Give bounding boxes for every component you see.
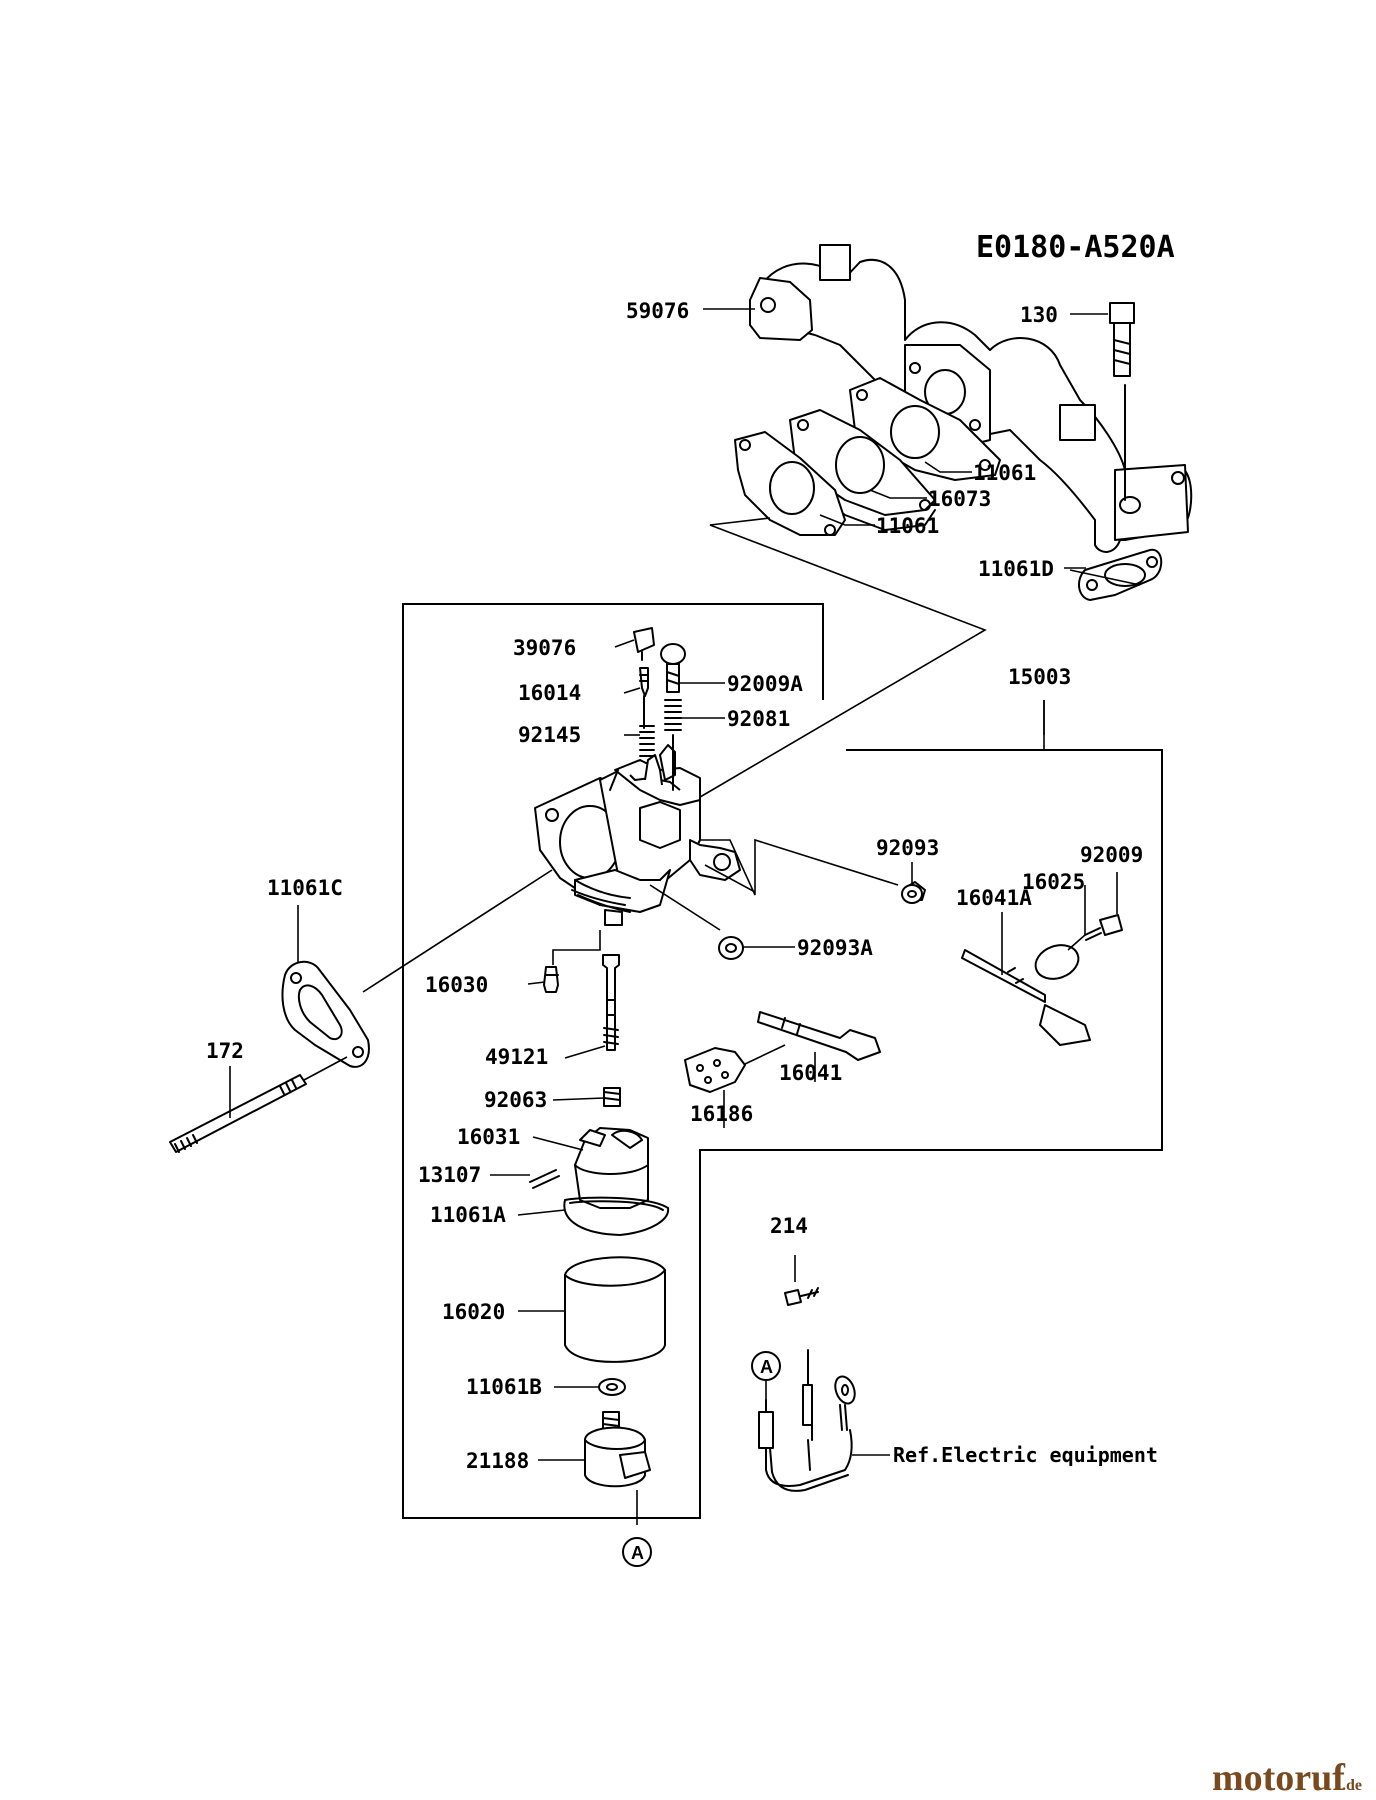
label-92093: 92093 xyxy=(876,836,939,860)
label-92009A: 92009A xyxy=(727,672,803,696)
part-labels: 59076 130 11061 16073 11061 11061D 39076… xyxy=(206,299,1158,1473)
label-92009: 92009 xyxy=(1080,843,1143,867)
reference-note: Ref.Electric equipment xyxy=(893,1443,1158,1467)
label-leaders xyxy=(229,308,1118,1461)
bolt-130 xyxy=(1109,302,1135,501)
gasket-11061C xyxy=(281,960,370,1068)
label-16014: 16014 xyxy=(518,681,581,705)
diagram-code: E0180-A520A xyxy=(976,230,1175,265)
stud-172 xyxy=(169,1056,348,1153)
top-small-parts xyxy=(633,627,686,791)
label-172: 172 xyxy=(206,1039,244,1063)
harness-assembly xyxy=(758,1287,856,1492)
label-11061C: 11061C xyxy=(267,876,343,900)
label-92081: 92081 xyxy=(727,707,790,731)
label-11061-upper: 11061 xyxy=(973,461,1036,485)
washer-11061B xyxy=(598,1378,626,1396)
svg-text:A: A xyxy=(760,1357,773,1377)
shaft-16041A xyxy=(904,881,1091,1046)
label-92145: 92145 xyxy=(518,723,581,747)
watermark-tld: .de xyxy=(1342,1777,1362,1794)
label-214: 214 xyxy=(770,1214,808,1238)
oring-11061A xyxy=(563,1196,670,1236)
label-16020: 16020 xyxy=(442,1300,505,1324)
label-11061-lower: 11061 xyxy=(876,514,939,538)
carburetor-assembly-frame xyxy=(402,603,1163,1519)
jet-92063 xyxy=(603,1087,621,1107)
label-49121: 49121 xyxy=(485,1045,548,1069)
label-15003: 15003 xyxy=(1008,665,1071,689)
solenoid-21188 xyxy=(584,1411,651,1525)
label-92093A: 92093A xyxy=(797,936,873,960)
float-16031 xyxy=(529,1127,649,1209)
label-13107: 13107 xyxy=(418,1163,481,1187)
manifold-gaskets xyxy=(734,377,1001,536)
label-16030: 16030 xyxy=(425,973,488,997)
label-21188: 21188 xyxy=(466,1449,529,1473)
watermark-brand: motoruf xyxy=(1212,1757,1346,1799)
label-16041A: 16041A xyxy=(956,886,1032,910)
marker-a-carburetor: A xyxy=(622,1537,652,1567)
jet-and-nozzle xyxy=(543,954,620,1051)
seal-92093 xyxy=(901,884,923,904)
label-16025: 16025 xyxy=(1022,870,1085,894)
label-92063: 92063 xyxy=(484,1088,547,1112)
watermark-logo: motoruf .de xyxy=(1212,1757,1362,1799)
label-59076: 59076 xyxy=(626,299,689,323)
label-11061A: 11061A xyxy=(430,1203,506,1227)
svg-text:A: A xyxy=(631,1543,644,1563)
label-11061B: 11061B xyxy=(466,1375,542,1399)
label-16073: 16073 xyxy=(928,487,991,511)
label-16186: 16186 xyxy=(690,1102,753,1126)
marker-a-harness: A xyxy=(751,1351,781,1381)
shaft-16041 xyxy=(757,1011,881,1061)
label-11061D: 11061D xyxy=(978,557,1054,581)
seal-92093A xyxy=(718,936,744,960)
plate-16186 xyxy=(684,1047,746,1093)
float-bowl-16020 xyxy=(564,1256,666,1363)
screw-92009 xyxy=(1084,914,1123,941)
label-16031: 16031 xyxy=(457,1125,520,1149)
label-39076: 39076 xyxy=(513,636,576,660)
gasket-11061D xyxy=(1078,548,1163,601)
label-130: 130 xyxy=(1020,303,1058,327)
carburetor-body xyxy=(534,744,741,926)
manifold-part xyxy=(749,244,1193,553)
plate-16025 xyxy=(1034,944,1080,980)
label-16041: 16041 xyxy=(779,1061,842,1085)
